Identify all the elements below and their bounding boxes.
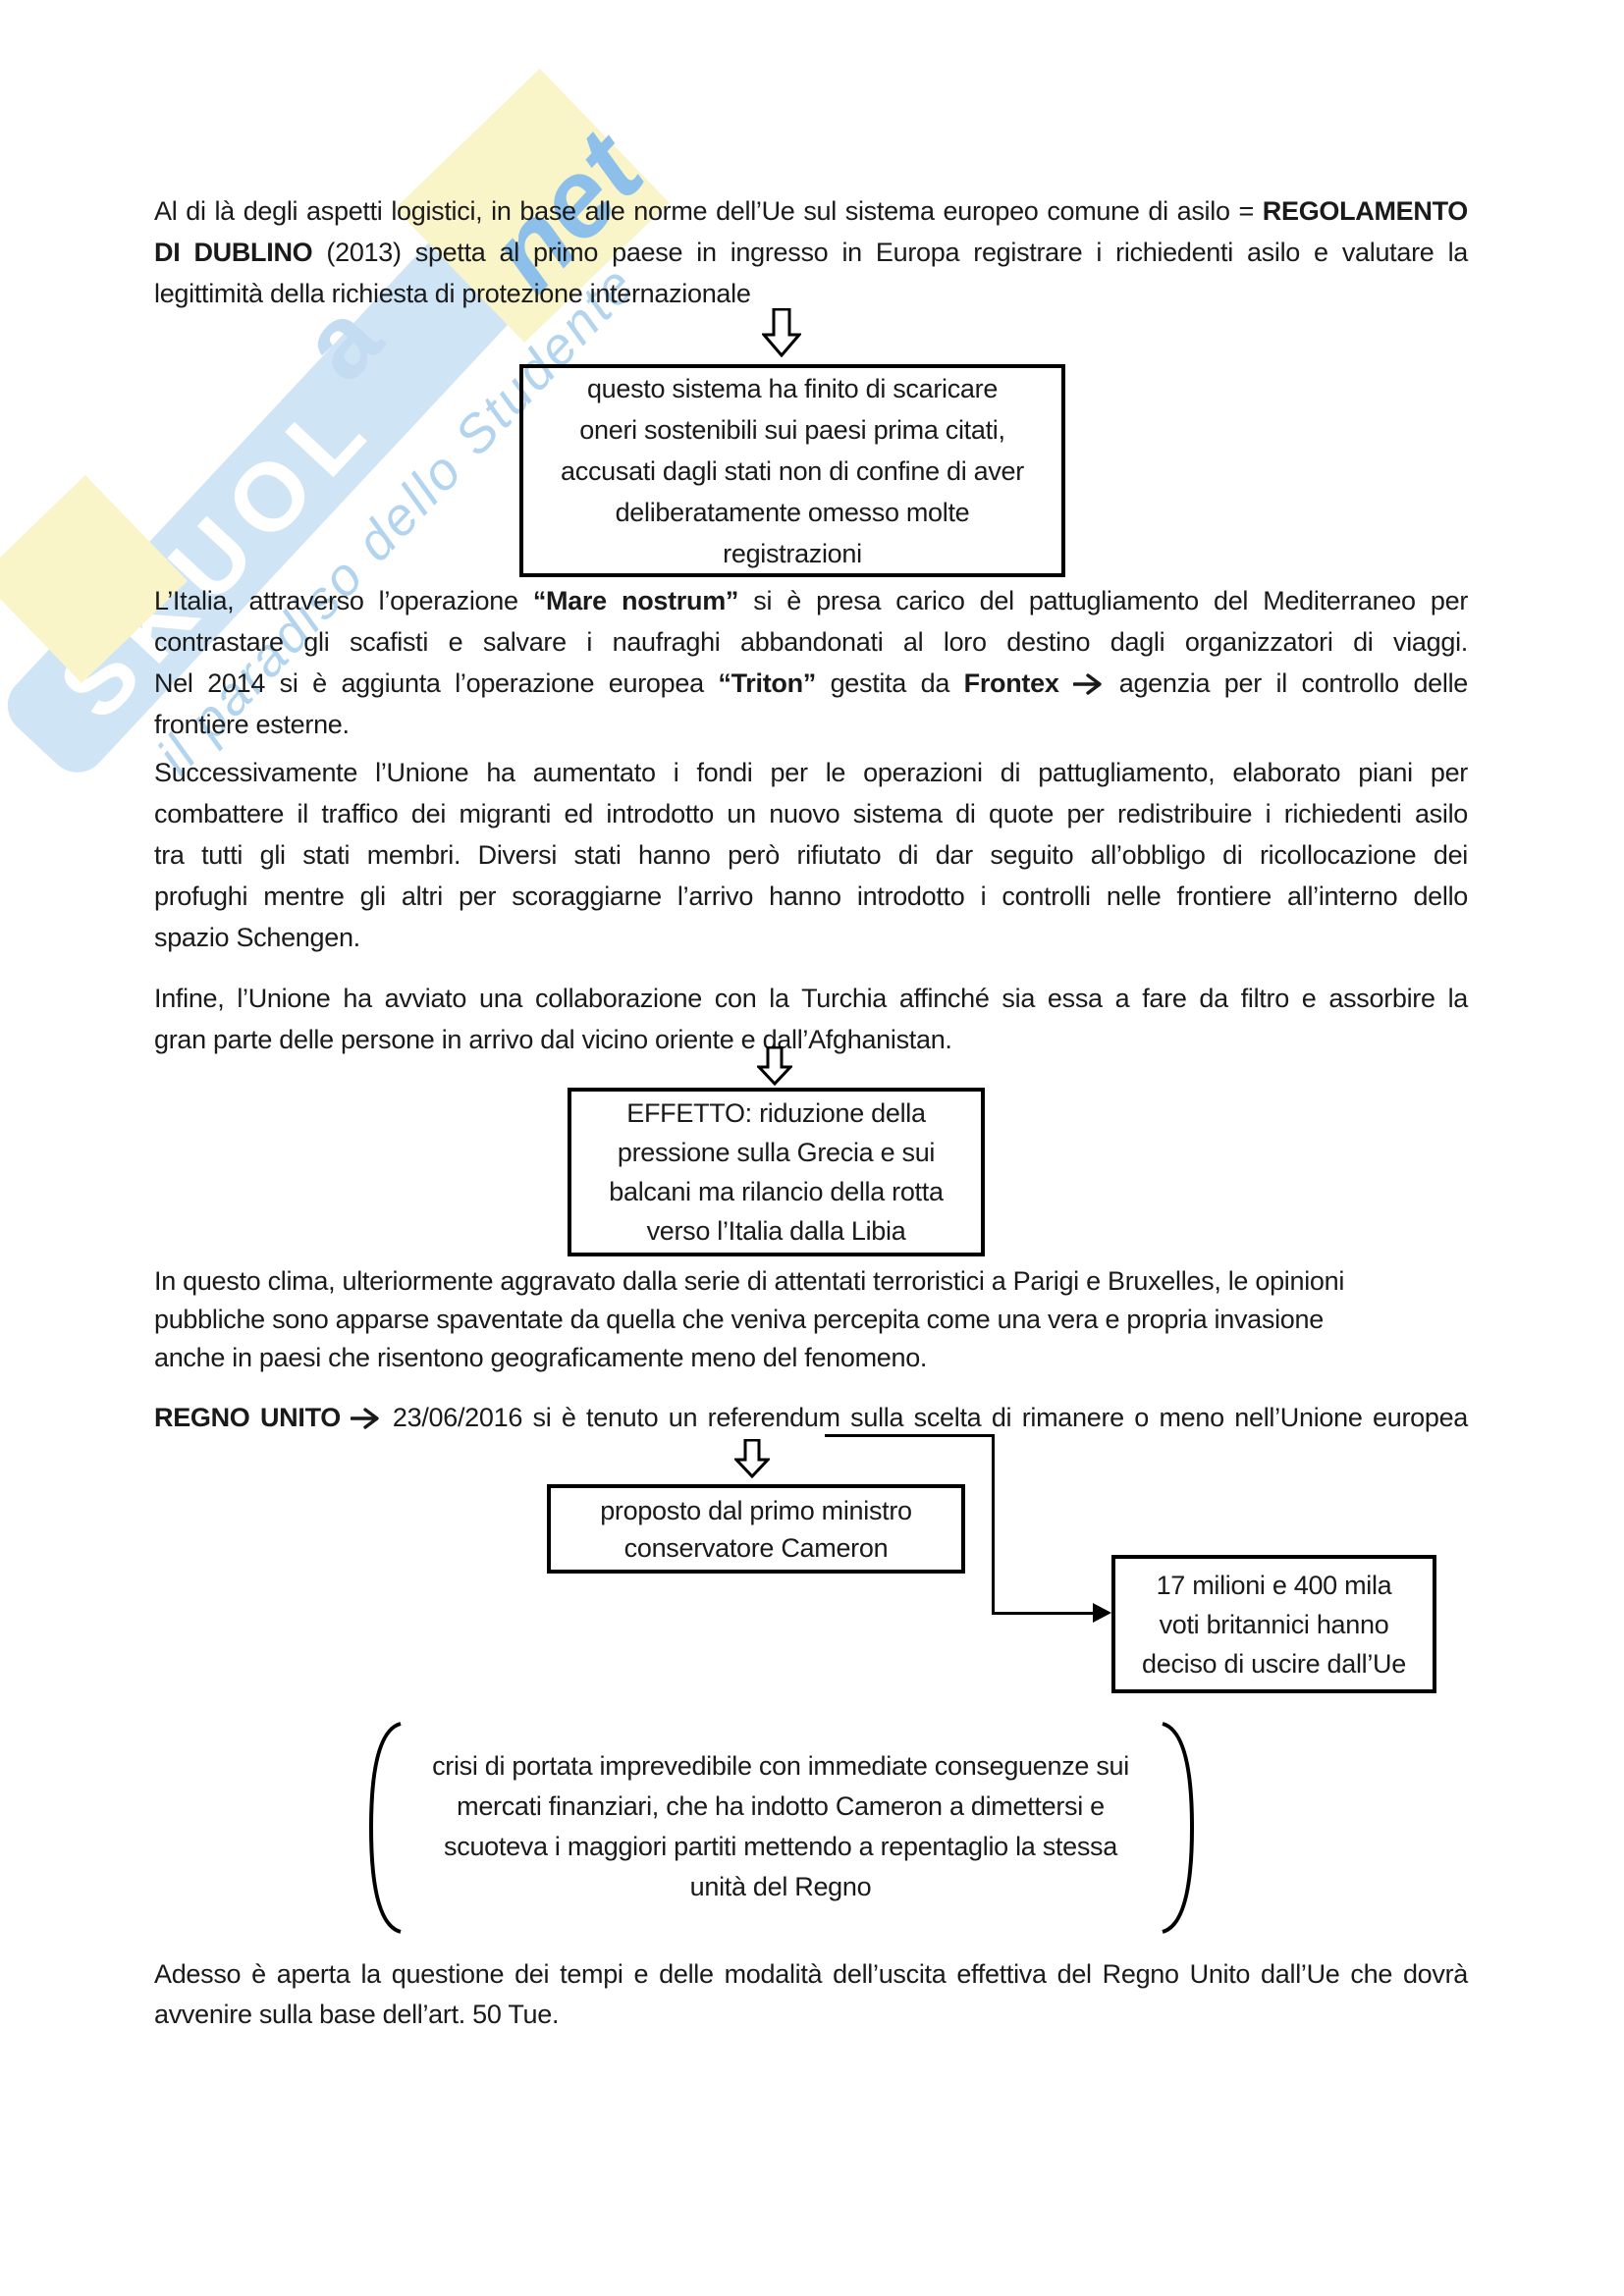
box-line: pressione sulla Grecia e sui <box>617 1138 936 1167</box>
text-line: unità del Regno <box>689 1872 872 1901</box>
flowchart-box-votes: 17 milioni e 400 mila voti britannici ha… <box>1111 1555 1436 1693</box>
text-line: DI DUBLINO (2013) spetta al primo paese … <box>154 238 1468 267</box>
right-arrow-icon <box>350 1403 382 1432</box>
paragraph-crisis: crisi di portata imprevedibile con immed… <box>393 1746 1168 1907</box>
box-line: questo sistema ha finito di scaricare <box>586 373 999 403</box>
text-line: scuoteva i maggiori partiti mettendo a r… <box>444 1832 1117 1861</box>
text-line: pubbliche sono apparse spaventate da que… <box>154 1305 1324 1334</box>
text-line: L’Italia, attraverso l’operazione “Mare … <box>154 586 1469 615</box>
box-line: voti britannici hanno <box>1159 1609 1389 1639</box>
text-line: legittimità della richiesta di protezion… <box>154 279 751 308</box>
paragraph-quote-system: Successivamente l’Unione ha aumentato i … <box>154 752 1468 958</box>
text-line: tra tutti gli stati membri. Diversi stat… <box>154 840 1468 870</box>
text-line: frontiere esterne. <box>154 710 350 739</box>
box-line: accusati dagli stati non di confine di a… <box>561 455 1024 486</box>
box-line: deciso di uscire dall’Ue <box>1142 1648 1406 1679</box>
text-line: In questo clima, ulteriormente aggravato… <box>154 1266 1345 1296</box>
right-brace <box>1162 1722 1195 1934</box>
text-line: profughi mentre gli altri per scoraggiar… <box>154 881 1468 911</box>
paragraph-turkey: Infine, l’Unione ha avviato una collabor… <box>154 978 1468 1060</box>
down-arrow-icon <box>757 1046 792 1086</box>
text-line: crisi di portata imprevedibile con immed… <box>432 1751 1129 1781</box>
flowchart-box-cameron: proposto dal primo ministro conservatore… <box>547 1484 965 1574</box>
paragraph-regno-unito: REGNO UNITO 23/06/2016 si è tenuto un re… <box>154 1397 1468 1438</box>
right-arrow-icon <box>350 1408 380 1429</box>
box-line: conservatore Cameron <box>623 1532 889 1563</box>
box-line: verso l’Italia dalla Libia <box>646 1216 906 1246</box>
box-line: registrazioni <box>723 538 862 568</box>
text-line: anche in paesi che risentono geograficam… <box>154 1343 928 1372</box>
text-line: spazio Schengen. <box>154 923 360 952</box>
text-line: Infine, l’Unione ha avviato una collabor… <box>154 984 1468 1013</box>
box-line: proposto dal primo ministro <box>600 1495 912 1525</box>
text-line: avvenire sulla base dell’art. 50 Tue. <box>154 2000 560 2029</box>
right-arrow-icon <box>1072 673 1102 695</box>
box-line: oneri sostenibili sui paesi prima citati… <box>579 414 1005 445</box>
connector-underline <box>825 1434 995 1437</box>
paragraph-mare-nostrum: L’Italia, attraverso l’operazione “Mare … <box>154 580 1468 745</box>
left-brace <box>368 1722 402 1934</box>
box-line: EFFETTO: riduzione della <box>626 1098 926 1128</box>
box-line: deliberatamente omesso molte <box>615 497 970 527</box>
box-line: balcani ma rilancio della rotta <box>609 1177 944 1206</box>
text-line: gran parte delle persone in arrivo dal v… <box>154 1025 952 1054</box>
text-line: mercati finanziari, che ha indotto Camer… <box>457 1791 1105 1821</box>
connector-arrowhead <box>1093 1603 1111 1623</box>
flowchart-box-effetto: EFFETTO: riduzione della pressione sulla… <box>568 1088 985 1256</box>
flowchart-box-dublin-effect: questo sistema ha finito di scaricare on… <box>519 364 1065 577</box>
paragraph-article-50: Adesso è aperta la questione dei tempi e… <box>154 1954 1468 2035</box>
text-line: combattere il traffico dei migranti ed i… <box>154 799 1468 828</box>
text-line: contrastare gli scafisti e salvare i nau… <box>154 627 1468 657</box>
text-line: Nel 2014 si è aggiunta l’operazione euro… <box>154 668 1468 698</box>
connector-vertical-line <box>992 1434 995 1615</box>
paragraph-public-opinion: In questo clima, ulteriormente aggravato… <box>154 1262 1468 1377</box>
connector-horizontal-line <box>992 1612 1095 1615</box>
text-line: Al di là degli aspetti logistici, in bas… <box>154 196 1468 226</box>
text-line: REGNO UNITO 23/06/2016 si è tenuto un re… <box>154 1403 1469 1432</box>
right-arrow-icon <box>1072 668 1105 698</box>
box-line: 17 milioni e 400 mila <box>1156 1570 1392 1600</box>
text-line: Adesso è aperta la questione dei tempi e… <box>154 1959 1468 1989</box>
down-arrow-icon <box>762 308 801 357</box>
paragraph-dublin-regulation: Al di là degli aspetti logistici, in bas… <box>154 190 1468 314</box>
text-line: Successivamente l’Unione ha aumentato i … <box>154 758 1468 787</box>
down-arrow-icon <box>734 1439 770 1478</box>
